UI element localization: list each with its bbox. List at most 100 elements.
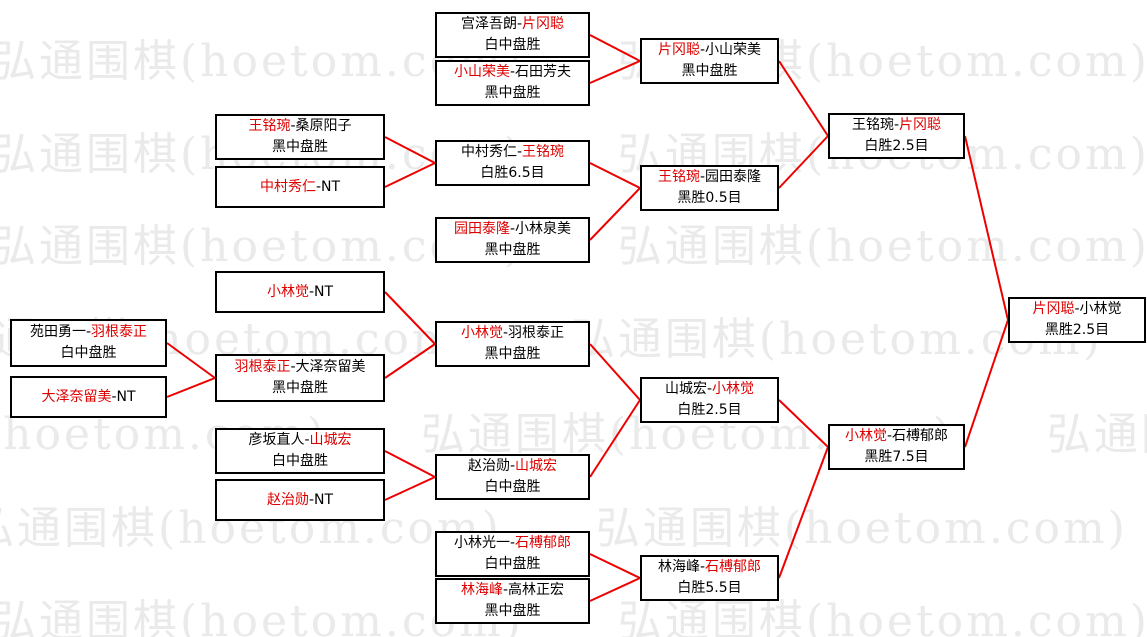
bracket-connector-line xyxy=(589,162,641,189)
match-box-m9: 王铭琬-片冈聪白胜2.5目 xyxy=(828,113,965,159)
match-result: 黑胜2.5目 xyxy=(1044,322,1110,338)
match-players: 王铭琬-园田泰隆 xyxy=(658,167,761,188)
match-players: 小林光一-石榑郁郎 xyxy=(454,533,571,554)
winner-name: 王铭琬 xyxy=(248,118,291,134)
match-result: 黑中盘胜 xyxy=(681,63,738,79)
match-result: 白中盘胜 xyxy=(484,556,541,572)
winner-name: 羽根泰正 xyxy=(234,359,291,375)
player-name: 王铭琬- xyxy=(851,117,900,133)
player-name: -小林泉美 xyxy=(509,221,572,237)
player-name: 宫泽吾朗- xyxy=(460,16,523,32)
match-box-m7: 园田泰隆-小林泉美黑中盘胜 xyxy=(435,217,590,263)
player-name: -NT xyxy=(111,388,136,405)
match-players: 宫泽吾朗-片冈聪 xyxy=(461,14,564,35)
bracket-connector-line xyxy=(964,135,1009,321)
match-result: 黑中盘胜 xyxy=(272,139,328,155)
match-box-m11: 苑田勇一-羽根泰正白中盘胜 xyxy=(10,319,167,367)
match-result: 白胜5.5目 xyxy=(677,580,742,596)
match-result: 黑中盘胜 xyxy=(484,346,541,362)
match-result: 白中盘胜 xyxy=(272,453,328,469)
match-players: 王铭琬-片冈聪 xyxy=(852,115,941,136)
winner-name: 小林觉 xyxy=(266,283,309,300)
bracket-connector-line xyxy=(589,577,641,602)
match-players: 小林觉-石榑郁郎 xyxy=(845,426,948,447)
player-name: -大泽奈留美 xyxy=(290,359,366,375)
match-result: 黑中盘胜 xyxy=(272,380,328,396)
match-box-m10: 小林觉-NT xyxy=(215,271,385,313)
match-players: 山城宏-小林觉 xyxy=(665,379,754,400)
match-players: 小林觉-羽根泰正 xyxy=(461,323,564,344)
match-players: 赵治勋-山城宏 xyxy=(468,456,557,477)
bracket-connector-line xyxy=(166,342,216,379)
winner-name: 小林觉 xyxy=(460,325,503,341)
bracket-connector-line xyxy=(778,446,829,579)
match-box-m21: 林海峰-石榑郁郎白胜5.5目 xyxy=(640,555,779,601)
winner-name: 小山荣美 xyxy=(453,64,510,80)
player-name: -高林正宏 xyxy=(502,582,565,598)
match-players: 片冈聪-小山荣美 xyxy=(658,40,761,61)
player-name: -桑原阳子 xyxy=(290,118,352,134)
match-box-m8: 王铭琬-园田泰隆黑胜0.5目 xyxy=(640,165,779,211)
winner-name: 山城宏 xyxy=(515,458,558,474)
match-players: 小林觉-NT xyxy=(267,282,333,303)
match-box-m5: 中村秀仁-NT xyxy=(215,166,385,208)
match-players: 小山荣美-石田芳夫 xyxy=(454,62,571,83)
player-name: -羽根泰正 xyxy=(502,325,565,341)
player-name: -石榑郁郎 xyxy=(886,428,949,444)
match-box-m18: 赵治勋-山城宏白中盘胜 xyxy=(435,454,590,500)
bracket-connector-line xyxy=(589,343,641,401)
bracket-connector-line xyxy=(384,291,436,345)
match-result: 白胜2.5目 xyxy=(677,402,742,418)
winner-name: 王铭琬 xyxy=(522,144,565,160)
match-result: 白中盘胜 xyxy=(60,345,117,361)
player-name: 彦坂直人- xyxy=(248,432,310,448)
winner-name: 石榑郁郎 xyxy=(705,559,762,575)
match-box-m17: 赵治勋-NT xyxy=(215,479,385,521)
winner-name: 山城宏 xyxy=(309,432,352,448)
player-name: -园田泰隆 xyxy=(699,169,762,185)
player-name: 苑田勇一- xyxy=(29,324,92,340)
match-result: 白胜2.5目 xyxy=(864,138,929,154)
match-players: 片冈聪-小林觉 xyxy=(1032,299,1121,320)
match-result: 黑中盘胜 xyxy=(484,85,541,101)
bracket-connector-line xyxy=(384,162,436,188)
match-players: 赵治勋-NT xyxy=(267,490,333,511)
bracket-connector-line xyxy=(778,135,829,189)
match-box-m13: 羽根泰正-大泽奈留美黑中盘胜 xyxy=(215,354,385,402)
match-box-m4: 王铭琬-桑原阳子黑中盘胜 xyxy=(215,114,385,160)
match-box-m15: 山城宏-小林觉白胜2.5目 xyxy=(640,377,779,423)
winner-name: 片冈聪 xyxy=(522,16,565,32)
player-name: -石田芳夫 xyxy=(509,64,572,80)
bracket-connector-line xyxy=(384,136,436,164)
winner-name: 小林觉 xyxy=(712,381,755,397)
match-box-m23: 片冈聪-小林觉黑胜2.5目 xyxy=(1008,297,1146,343)
match-box-m2: 小山荣美-石田芳夫黑中盘胜 xyxy=(435,60,590,106)
winner-name: 石榑郁郎 xyxy=(515,535,572,551)
match-players: 苑田勇一-羽根泰正 xyxy=(30,322,147,343)
match-box-m3: 片冈聪-小山荣美黑中盘胜 xyxy=(640,38,779,84)
player-name: 赵治勋- xyxy=(467,458,516,474)
winner-name: 片冈聪 xyxy=(657,42,700,58)
match-result: 白中盘胜 xyxy=(484,479,541,495)
winner-name: 王铭琬 xyxy=(657,169,700,185)
winner-name: 林海峰 xyxy=(460,582,503,598)
bracket-connector-line xyxy=(384,343,436,379)
bracket-connector-line xyxy=(778,399,829,448)
bracket-connector-line xyxy=(384,450,436,478)
player-name: -NT xyxy=(315,178,341,195)
bracket-connector-line xyxy=(589,34,641,62)
match-box-m16: 彦坂直人-山城宏白中盘胜 xyxy=(215,428,385,474)
bracket-connector-line xyxy=(384,476,436,501)
player-name: -NT xyxy=(308,491,334,508)
bracket-connector-line xyxy=(778,60,829,137)
bracket-connector-line xyxy=(589,187,641,241)
player-name: 山城宏- xyxy=(664,381,713,397)
winner-name: 中村秀仁 xyxy=(259,178,316,195)
match-box-m22: 小林觉-石榑郁郎黑胜7.5目 xyxy=(828,424,965,470)
match-result: 黑胜0.5目 xyxy=(677,190,742,206)
winner-name: 片冈聪 xyxy=(899,117,942,133)
match-players: 羽根泰正-大泽奈留美 xyxy=(234,357,365,378)
match-box-m12: 大泽奈留美-NT xyxy=(10,376,167,418)
match-result: 黑中盘胜 xyxy=(484,242,541,258)
